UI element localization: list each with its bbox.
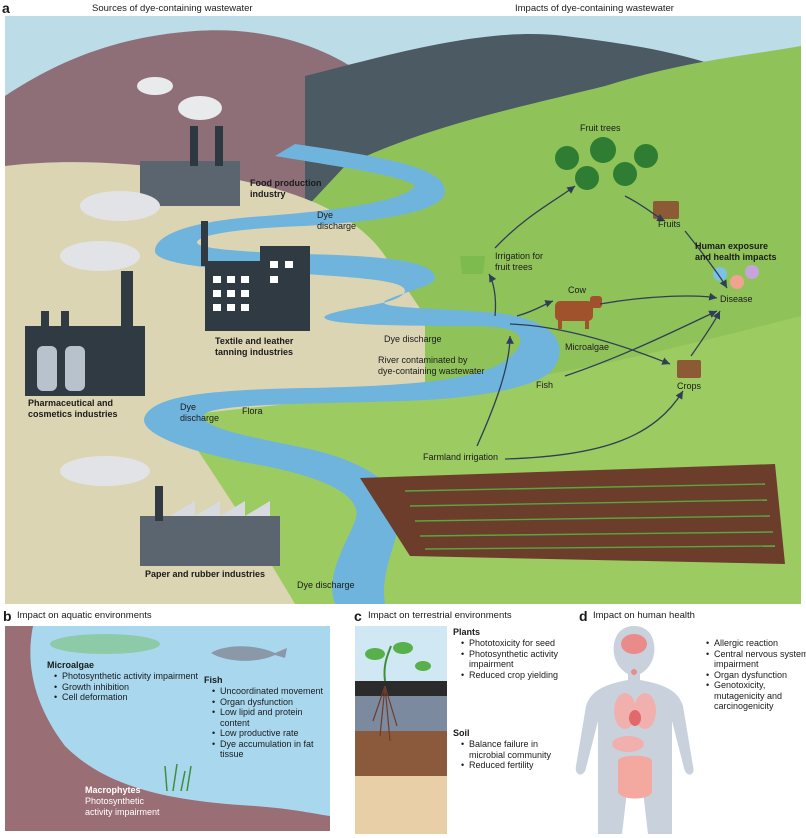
- heart: [629, 710, 641, 726]
- list-item: Cell deformation: [54, 692, 202, 703]
- plants-list: Phototoxicity for seed Photosynthetic ac…: [461, 638, 564, 680]
- body-silhouette: [575, 626, 694, 834]
- fish-label: Fish: [536, 380, 554, 390]
- list-item: Organ dysfunction: [212, 697, 330, 708]
- panel-d-letter: d: [579, 608, 588, 624]
- cow-label: Cow: [568, 285, 587, 295]
- panel-a-landscape: [5, 16, 801, 604]
- plants-title: Plants: [453, 627, 481, 637]
- thyroid: [631, 669, 637, 675]
- list-item: Growth inhibition: [54, 682, 202, 693]
- algae-cloud: [50, 634, 160, 654]
- slope: [5, 626, 330, 831]
- list-item: Reduced crop yielding: [461, 670, 564, 681]
- soil-list: Balance failure in microbial community R…: [461, 739, 564, 771]
- farmland-irrigation-label: Farmland irrigation: [423, 452, 499, 462]
- food-industry-label: Food production industry: [250, 178, 322, 199]
- fruits-label: Fruits: [658, 219, 681, 229]
- microalgae-label: Microalgae: [565, 342, 610, 352]
- farmland: [360, 464, 785, 564]
- soil-title: Soil: [453, 728, 470, 738]
- panel-c-title: Impact on terrestrial environments: [368, 610, 512, 621]
- sources-header: Sources of dye-containing wastewater: [92, 3, 253, 14]
- pharma-factory: [25, 241, 145, 396]
- intestines: [618, 755, 652, 799]
- list-item: Phototoxicity for seed: [461, 638, 564, 649]
- impacts-header: Impacts of dye-containing wastewater: [515, 3, 674, 14]
- fish-title: Fish: [204, 675, 223, 685]
- list-item: Photosynthetic activity impairment: [54, 671, 202, 682]
- pharma-industry-label: Pharmaceutical and cosmetics industries: [28, 398, 118, 419]
- plant-leaf: [393, 642, 413, 654]
- list-item: Genotoxicity, mutagenicity and carcinoge…: [706, 680, 806, 712]
- textile-factory: [201, 221, 310, 331]
- crops-label: Crops: [677, 381, 702, 391]
- panel-a-letter: a: [2, 0, 10, 16]
- food-factory: [80, 77, 240, 221]
- soil-layer-2: [355, 731, 447, 776]
- human-body-illustration: [575, 626, 694, 834]
- paper-industry-label: Paper and rubber industries: [145, 569, 266, 579]
- flow-arrows: [476, 185, 728, 460]
- list-item: Dye accumulation in fat tissue: [212, 739, 330, 760]
- panel-c-letter: c: [354, 608, 362, 624]
- dye-discharge-label-4: Dye discharge: [297, 580, 355, 590]
- human-exposure-label: Human exposure and health impacts: [695, 241, 777, 262]
- dye-discharge-label-1: Dye discharge: [317, 210, 357, 231]
- list-item: Balance failure in microbial community: [461, 739, 564, 760]
- fish-shape: [211, 646, 287, 661]
- list-item: Low lipid and protein content: [212, 707, 330, 728]
- virus-cluster: [713, 265, 759, 289]
- plant-stem: [383, 645, 392, 682]
- microalgae-list: Photosynthetic activity impairment Growt…: [54, 671, 202, 703]
- fruit-trees-label: Fruit trees: [580, 123, 621, 133]
- soil-layer-1: [355, 696, 447, 731]
- macrophyte-plants: [164, 763, 192, 792]
- cow: [555, 296, 602, 329]
- panel-c-illustration: [355, 626, 447, 834]
- disease-label: Disease: [720, 294, 753, 304]
- macrophytes-text: Photosynthetic activity impairment: [85, 796, 160, 817]
- topsoil: [355, 681, 447, 696]
- soil-layer-3: [355, 776, 447, 834]
- panel-d-title: Impact on human health: [593, 610, 695, 621]
- list-item: Reduced fertility: [461, 760, 564, 771]
- list-item: Low productive rate: [212, 728, 330, 739]
- paper-factory: [60, 456, 280, 566]
- dye-discharge-label-3: Dye discharge: [180, 402, 220, 423]
- crop-rows: [404, 483, 776, 550]
- panel-b-letter: b: [3, 608, 12, 624]
- dye-discharge-label-2: Dye discharge: [384, 334, 442, 344]
- list-item: Photosynthetic activity impairment: [461, 649, 564, 670]
- fish-list: Uncoordinated movement Organ dysfunction…: [212, 686, 330, 760]
- flora-label: Flora: [242, 406, 263, 416]
- liver: [612, 736, 644, 752]
- brain: [621, 634, 647, 654]
- human-health-list: Allergic reaction Central nervous system…: [706, 638, 806, 712]
- list-item: Uncoordinated movement: [212, 686, 330, 697]
- plant-roots: [372, 685, 398, 742]
- river-contaminated-label: River contaminated by dye-containing was…: [378, 355, 485, 376]
- panel-b-title: Impact on aquatic environments: [17, 610, 152, 621]
- irrigation-fruit-label: Irrigation for fruit trees: [495, 251, 544, 272]
- plant-leaf: [365, 648, 385, 660]
- macrophytes-title: Macrophytes: [85, 785, 141, 795]
- fruit-trees: [555, 137, 658, 190]
- list-item: Central nervous system impairment: [706, 649, 806, 670]
- plant-leaf: [415, 661, 431, 671]
- watering-can: [460, 256, 485, 274]
- textile-industry-label: Textile and leather tanning industries: [215, 336, 294, 357]
- crop-basket: [677, 360, 701, 378]
- list-item: Organ dysfunction: [706, 670, 806, 681]
- list-item: Allergic reaction: [706, 638, 806, 649]
- microalgae-title: Microalgae: [47, 660, 95, 670]
- river: [144, 144, 560, 604]
